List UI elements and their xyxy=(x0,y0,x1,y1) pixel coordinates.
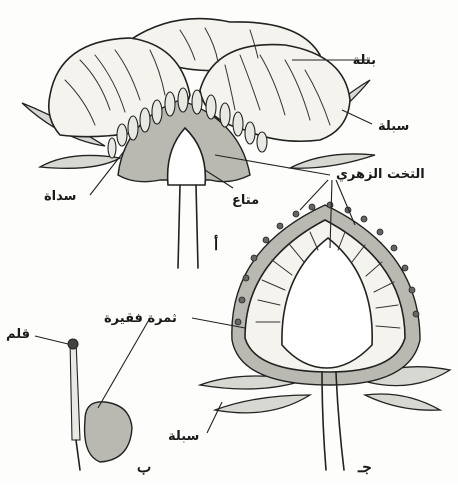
panel-c-fruit-section xyxy=(200,202,450,470)
pedicel-a xyxy=(178,185,198,268)
pedicel-b xyxy=(76,440,80,470)
pedicel-c xyxy=(322,372,344,470)
panel-letter-b: ب xyxy=(137,458,151,476)
stigma-b xyxy=(68,339,78,349)
sepal-c-left2 xyxy=(215,395,310,413)
panel-letter-a: أ xyxy=(214,234,218,254)
sepal-c-right2 xyxy=(365,394,440,410)
label-sepal-top: سبلة xyxy=(378,119,409,134)
label-style: قلم xyxy=(6,327,30,342)
panel-letter-c: جـ xyxy=(357,458,372,476)
ovary-b xyxy=(85,402,132,462)
style-b xyxy=(70,340,80,440)
label-carpel: متاع xyxy=(232,193,259,208)
label-stamen: سداة xyxy=(44,189,76,204)
label-receptacle: التخت الزهري xyxy=(336,167,425,182)
sepal-left xyxy=(40,155,120,168)
label-sepal-bottom: سبلة xyxy=(168,429,199,444)
label-achene: ثمرة فقيرة xyxy=(104,311,177,326)
label-petal: بتلة xyxy=(353,53,376,68)
